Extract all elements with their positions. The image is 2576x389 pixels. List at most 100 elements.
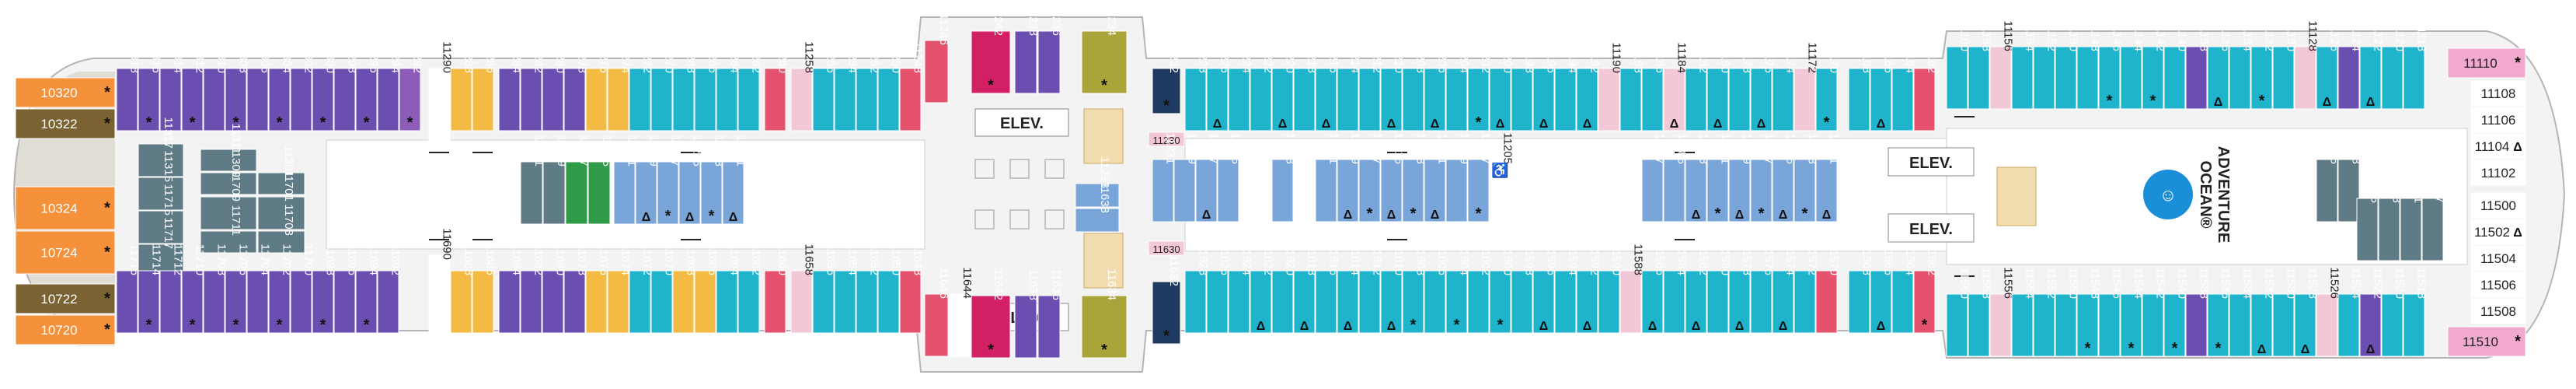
cabin-11170[interactable]: 11170* (1815, 43, 1841, 132)
cabin-11306[interactable]: 11306 (246, 41, 272, 131)
cabin-11600[interactable]: 11600* (1489, 244, 1515, 334)
cabin-11308[interactable]: 11308* (225, 41, 250, 131)
cabin-11536[interactable]: 11536* (2207, 267, 2233, 357)
cabin-11550[interactable]: 11550 (2055, 267, 2080, 357)
cabin-11294[interactable]: 11294 (377, 41, 403, 131)
cabin-11254[interactable]: 11254 (834, 41, 859, 131)
cabin-11523[interactable]: 11523 (2378, 171, 2403, 261)
cabin-11262[interactable]: 11262 (737, 41, 763, 131)
cabin-11664[interactable]: 11664 (716, 244, 741, 334)
cabin-11298[interactable]: 11298 (333, 41, 359, 131)
cabin-11684[interactable]: 11684 (498, 244, 524, 334)
cabin-11281[interactable]: 11281 (520, 135, 546, 225)
cabin-11534[interactable]: 11534 (2229, 267, 2254, 357)
cabin-11154[interactable]: 11154 (2011, 21, 2037, 110)
cabin-11177[interactable]: 11177* (1750, 134, 1776, 223)
cabin-11198[interactable]: 11198 (1511, 43, 1536, 131)
cabin-11520[interactable]: 11520 (2381, 267, 2407, 357)
cabin-11521[interactable]: 11521 (2400, 171, 2425, 261)
cabin-11526[interactable]: 11526 (2316, 267, 2341, 357)
cabin-11152[interactable]: 11152 (2033, 21, 2058, 110)
cabin-11204[interactable]: 11204 (1445, 41, 1471, 131)
cabin-11530[interactable]: 11530 (2272, 267, 2298, 357)
cabin-11146[interactable]: 11146* (2098, 21, 2124, 110)
cabin-11709[interactable]: 11709 (200, 170, 257, 230)
cabin-11311[interactable]: 11311 (200, 124, 257, 172)
cabin-11264[interactable]: 11264 (716, 41, 741, 131)
cabin-11168[interactable]: 11168 (1848, 43, 1874, 131)
cabin-11500[interactable]: 11500 (2470, 192, 2526, 219)
cabin-11316[interactable]: 11316* (138, 41, 163, 131)
cabin-11277[interactable]: 11277 (565, 135, 591, 225)
cabin-11508[interactable]: 11508 (2470, 298, 2526, 324)
cabin-11310[interactable]: 11310 (203, 41, 228, 131)
cabin-11632[interactable]: 11632* (1152, 254, 1181, 345)
cabin-11233[interactable]: 11233 (1075, 156, 1120, 208)
cabin-11217[interactable]: 11217* (1358, 132, 1384, 223)
cabin-11658[interactable]: 11658 (790, 244, 816, 334)
cabin-11548[interactable]: 11548* (2076, 267, 2102, 357)
cabin-11672[interactable]: 11672 (629, 244, 654, 334)
cabin-11700[interactable]: 11700 (290, 244, 315, 334)
cabin-11304[interactable]: 11304* (268, 41, 294, 131)
cabin-11570[interactable]: 11570 (1815, 244, 1841, 334)
cabin-11274[interactable]: 11274 (607, 41, 633, 131)
cabin-11182[interactable]: 11182 (1685, 43, 1710, 131)
cabin-11616[interactable]: 11616 (1315, 244, 1340, 334)
cabin-11301[interactable]: 11301 (257, 145, 305, 195)
cabin-11302[interactable]: 11302 (290, 41, 315, 131)
cabin-10324[interactable]: 10324* (15, 186, 116, 230)
cabin-11696[interactable]: 11696 (333, 244, 359, 334)
cabin-11225[interactable]: 11225 (1217, 132, 1243, 223)
cabin-11686[interactable]: 11686 (472, 244, 497, 334)
cabin-11228[interactable]: 11228 (1184, 41, 1210, 131)
cabin-11271[interactable]: 11271 (613, 135, 639, 225)
cabin-11248[interactable]: 11248 (899, 41, 925, 131)
cabin-11560[interactable]: 11560 (1946, 267, 1971, 357)
cabin-11650[interactable]: 11650 (877, 244, 903, 334)
cabin-11213[interactable]: 11213* (1402, 132, 1427, 223)
cabin-11506[interactable]: 11506 (2470, 272, 2526, 298)
cabin-11174[interactable]: 11174 (1772, 43, 1797, 131)
cabin-11185[interactable]: 11185 (1663, 134, 1689, 223)
cabin-11317[interactable]: 11317 (138, 117, 184, 177)
cabin-11280[interactable]: 11280 (542, 41, 567, 131)
cabin-11711[interactable]: 11711 (200, 205, 257, 254)
cabin-11636[interactable]: 11636 (1037, 268, 1063, 359)
cabin-11296[interactable]: 11296* (355, 41, 381, 131)
cabin-11542[interactable]: 11542 (2142, 267, 2167, 357)
cabin-11229[interactable]: 11229 (1173, 132, 1199, 223)
cabin-11144[interactable]: 11144 (2120, 21, 2146, 110)
cabin-11275[interactable]: 11275 (587, 135, 613, 225)
cabin-11212[interactable]: 11212 (1358, 41, 1384, 131)
cabin-11670[interactable]: 11670 (650, 244, 676, 334)
cabin-11208[interactable]: 11208 (1402, 41, 1427, 131)
cabin-11654[interactable]: 11654 (834, 244, 859, 334)
cabin-11128[interactable]: 11128 (2294, 21, 2320, 110)
cabin-11258[interactable]: 11258 (790, 41, 816, 131)
cabin-11652[interactable]: 11652 (856, 244, 881, 334)
cabin-11584[interactable]: 11584 (1663, 244, 1689, 334)
cabin-11674[interactable]: 11674 (607, 244, 633, 334)
cabin-11662[interactable]: 11662 (737, 244, 763, 334)
cabin-11242[interactable]: 11242* (971, 4, 1011, 94)
cabin-11660[interactable]: 11660 (764, 244, 790, 334)
cabin-11188[interactable]: 11188 (1619, 43, 1645, 131)
cabin-11688[interactable]: 11688 (450, 244, 476, 334)
cabin-11125[interactable]: 11125 (2316, 134, 2341, 223)
cabin-11309[interactable]: 11309 (200, 145, 257, 195)
cabin-11628[interactable]: 11628 (1184, 244, 1210, 334)
